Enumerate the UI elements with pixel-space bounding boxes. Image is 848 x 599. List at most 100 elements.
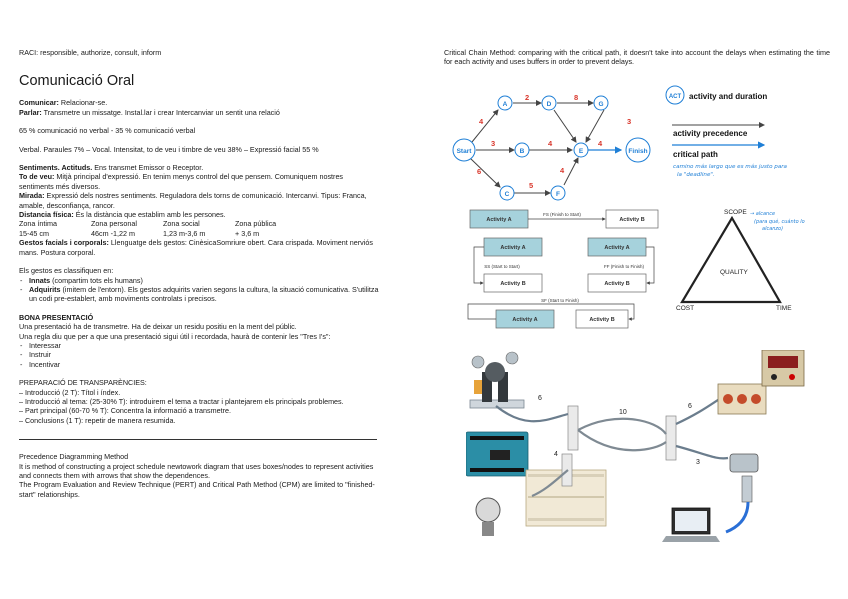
triangle-shape [680,215,782,304]
activity-a-label: Activity A [486,217,511,223]
edge-label: 4 [560,166,565,175]
legend-prec-text: activity precedence [673,129,748,138]
legend-crit-text: critical path [673,150,718,159]
zone-value: 46cm -1,22 m [91,228,135,238]
gestures-list: Innats (compartim tots els humans) Adqui… [19,276,379,304]
node-label: E [579,148,584,155]
node-label: D [547,101,552,108]
activity-b-label: Activity B [604,281,629,287]
page-title: Comunicació Oral [19,73,135,90]
raci-line: RACI: responsible, authorize, consult, i… [19,48,162,57]
activity-a-label: Activity A [500,245,525,251]
zones-table: Zona íntima Zona personal Zona social Zo… [19,219,379,238]
edge [471,109,499,143]
zone-value: 1,23 m-3,6 m [163,228,206,238]
scope-label: SCOPE [724,209,747,216]
list-item: Interessar [19,341,379,351]
activity-b-box [483,273,543,293]
node-f [550,185,566,201]
mirada-line: Mirada: Expressió dels nostres sentiment… [19,191,367,210]
fs-label: FS (Finish to Start) [543,212,581,217]
prep-title: PREPARACIÓ DE TRANSPARÈNCIES: [19,378,147,388]
node-label: Finish [628,148,647,155]
robot-arm-image [469,351,525,409]
handwritten-note: → alcance [750,211,775,217]
arduino-board-image [466,431,529,477]
comunicar-line: Comunicar: Relacionar-se. [19,98,108,108]
distancia-line: Distancia física: És la distància que es… [19,210,226,220]
edge-label: 4 [598,139,603,148]
legend-act-text: activity and duration [689,92,767,101]
edge-label: 4 [479,117,484,126]
list-item: Instruir [19,350,379,360]
edge-label: 5 [529,181,533,190]
motor-driver-image [717,383,767,415]
hardware-illustration: 6 10 6 4 3 [466,350,805,542]
cable-label: 4 [554,451,558,458]
prep-item: – Introducció (2 T): Títol i índex. [19,387,121,397]
zone-header: Zona personal [91,219,137,229]
handwritten-note: la "deadline". [677,172,715,178]
node-label: A [503,101,508,108]
activity-b-box [575,309,629,329]
gestos-line: Gestos facials i corporals: Llenguatge d… [19,238,373,257]
sensor-image [475,497,501,536]
list-item: Adquirits (imitem de l'entorn). Els gest… [19,285,379,304]
node-finish [625,137,651,163]
verbal-line: Verbal. Paraules 7% – Vocal. Intensitat,… [19,144,319,154]
ff-arrow [646,246,655,285]
node-label: C [505,191,510,198]
node-b [514,142,530,158]
left-column: RACI: responsible, authorize, consult, i… [19,48,379,499]
node-a [497,95,513,111]
node-label: B [520,148,525,155]
cable-label: 6 [538,395,542,402]
cable-label: 10 [619,409,627,416]
edge [585,109,605,143]
pdm-title: Precedence Diagramming Method [19,452,129,462]
divider [19,439,377,441]
three-i-list: Interessar Instruir Incentivar [19,341,379,370]
activity-a-label: Activity A [604,245,629,251]
cable-label: 6 [688,403,692,410]
serial-connector-image [729,453,759,503]
zone-header: Zona social [163,219,200,229]
quality-label: QUALITY [720,269,748,276]
list-item: Innats (compartim tots els humans) [19,276,379,286]
power-supply-image [761,350,805,387]
classify-line: Els gestos es classifiquen en: [19,266,114,276]
edge-label: 3 [491,139,495,148]
pert-edges [469,100,605,196]
list-item: Incentivar [19,360,379,370]
critical-chain-text: Critical Chain Method: comparing with th… [444,48,830,67]
handwritten-note: camino más largo que es más justo para [673,163,788,170]
activity-b-label: Activity B [619,217,644,223]
toveu-line: To de veu: Mitjà principal d'expressió. … [19,172,344,191]
zone-value: + 3,6 m [235,228,260,238]
prep-item: – Part principal (60-70 % T): Concentra … [19,406,231,416]
legend-act-icon [665,85,685,105]
laptop-image [662,507,720,542]
node-g [593,95,609,111]
parlar-line: Parlar: Transmetre un missatge. Instal.l… [19,107,280,117]
pdm-text-1: It is method of constructing a project s… [19,461,374,480]
edge [553,109,577,143]
ss-label: SS (Start to Start) [484,264,520,269]
pert-diagram: 4 2 8 3 3 4 4 6 5 4 Start A B C D E F G … [452,85,788,201]
edge-label: 4 [548,139,553,148]
edge-labels: 4 2 8 3 3 4 4 6 5 4 [477,93,631,190]
activity-b-label: Activity B [589,317,614,323]
percent-line: 65 % comunicació no verbal - 35 % comuni… [19,126,196,136]
cable-label: 3 [696,459,700,466]
sf-arrow [467,303,635,321]
node-c [499,185,515,201]
handwritten-note: alcanzo) [762,226,783,232]
project-triangle: SCOPE QUALITY COST TIME → alcance (para … [676,209,805,312]
sf-label: SF (Start to Finish) [541,298,579,303]
zone-header: Zona pública [235,219,277,229]
legend-act-label: ACT [669,94,682,100]
cost-label: COST [676,305,694,312]
sentiments-line: Sentiments. Actituds. Ens transmet Emiss… [19,163,204,173]
bona-line-2: Una regla diu que per a que una presenta… [19,331,331,341]
pert-nodes [452,95,651,201]
